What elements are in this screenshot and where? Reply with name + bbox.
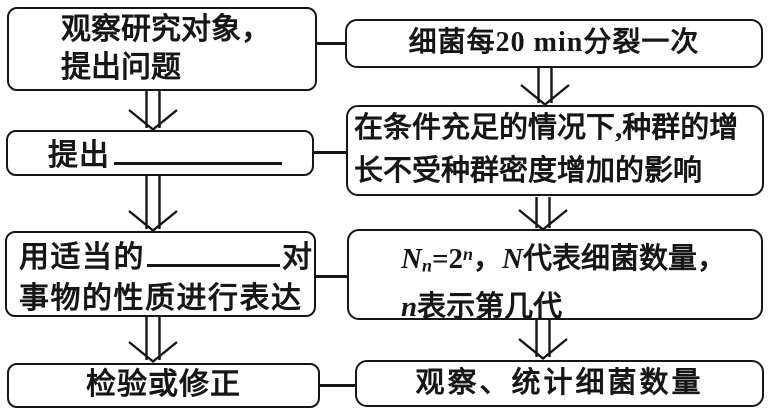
propose-prefix: 提出 (48, 139, 110, 172)
condition-line1: 在条件充足的情况下,种群的增 (354, 112, 739, 144)
down-arrow-icon-left-1 (128, 90, 178, 131)
down-arrow-icon-right-3 (518, 320, 568, 360)
formula-line2-rest: 表示第几代 (417, 291, 563, 324)
observe-line1: 观察研究对象， (61, 13, 271, 46)
down-arrow-icon-right-2 (518, 197, 568, 231)
observe-line2: 提出问题 (61, 51, 181, 84)
formula-line1: Nn=2n，N代表细菌数量， (401, 233, 761, 286)
formula-superscript-n: n (462, 244, 473, 264)
formula-equals-two: =2 (431, 243, 463, 276)
box-condition-statement: 在条件充足的情况下,种群的增 长不受种群密度增加的影响 (346, 105, 764, 196)
formula-subscript-n: n (421, 255, 432, 276)
box-observe-question: 观察研究对象， 提出问题 (7, 7, 317, 91)
formula-line1-rest: 代表细菌数量， (522, 243, 726, 276)
formula-N2: N (502, 243, 523, 276)
bacteria-label: 细菌每20 min分裂一次 (408, 27, 700, 58)
formula-N: N (401, 243, 422, 276)
express-line1: 用适当的 对 (19, 234, 314, 278)
box-verify-revise: 检验或修正 (7, 363, 320, 408)
blank-underline-express (147, 234, 280, 267)
condition-line2: 长不受种群密度增加的影响 (354, 155, 703, 187)
box-express-properties: 用适当的 对 事物的性质进行表达 (5, 231, 316, 317)
box-propose-hypothesis: 提出 (6, 130, 314, 176)
box-bacteria-divide: 细菌每20 min分裂一次 (345, 19, 763, 68)
blank-underline-propose (114, 132, 282, 165)
box-formula: Nn=2n，N代表细菌数量， n表示第几代 (347, 229, 763, 323)
verify-label: 检验或修正 (86, 368, 241, 401)
down-arrow-icon-left-3 (128, 317, 178, 363)
down-arrow-icon-left-2 (128, 176, 178, 232)
formula-comma: ， (472, 243, 502, 276)
connector-row4 (320, 384, 355, 387)
express-line2: 事物的性质进行表达 (19, 282, 303, 315)
formula-line2: n表示第几代 (401, 286, 761, 328)
express-line1-prefix: 用适当的 (19, 241, 145, 274)
formula-n-var: n (401, 291, 418, 324)
down-arrow-icon-right-1 (520, 68, 570, 106)
count-label: 观察、统计细菌数量 (415, 367, 704, 399)
connector-row3 (315, 275, 348, 278)
connector-row2 (313, 151, 347, 154)
express-line1-suffix: 对 (282, 241, 314, 274)
box-observe-count: 观察、统计细菌数量 (355, 360, 764, 407)
connector-row1 (316, 42, 346, 45)
